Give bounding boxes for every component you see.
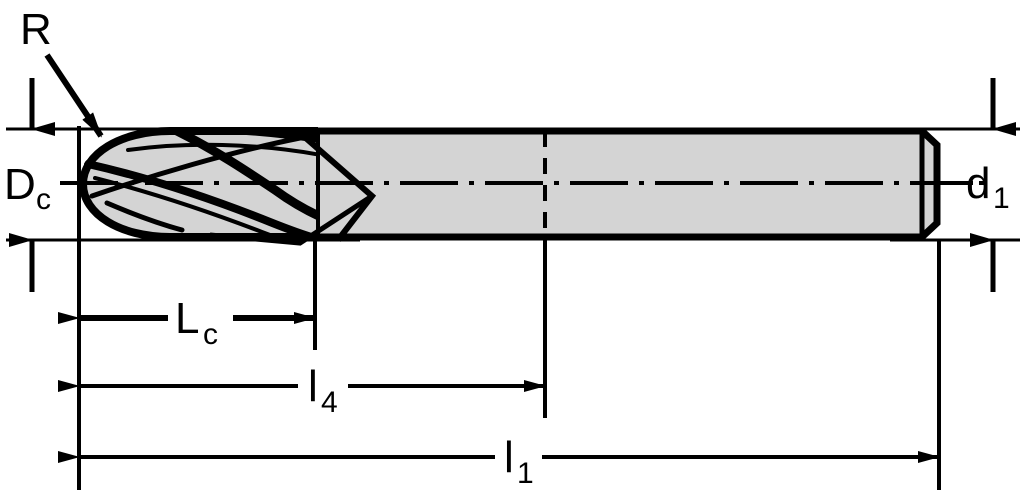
dimension-usable-length: l 4 bbox=[58, 362, 546, 419]
flute-relief-line-1 bbox=[93, 176, 318, 237]
label-shank-diameter: d bbox=[966, 159, 990, 208]
label-usable-length: l bbox=[308, 362, 318, 411]
label-usable-length-subscript: 4 bbox=[321, 386, 338, 419]
flute-back-line bbox=[126, 142, 318, 162]
label-overall-length-subscript: 1 bbox=[517, 457, 534, 490]
label-cutting-diameter: D bbox=[4, 160, 36, 209]
flute-edge-3 bbox=[84, 160, 318, 237]
dimension-cutting-diameter: D c bbox=[4, 78, 55, 292]
dimension-overall-length: l 1 bbox=[58, 433, 940, 490]
flute-edge-2 bbox=[170, 131, 318, 237]
dimension-corner-radius: R bbox=[20, 5, 104, 138]
label-cutting-length: L bbox=[175, 294, 199, 343]
dimension-cutting-length: L c bbox=[58, 294, 316, 351]
flute-exit-facet-lower bbox=[209, 193, 374, 246]
label-overall-length: l bbox=[504, 433, 514, 482]
label-cutting-diameter-subscript: c bbox=[36, 183, 51, 216]
r-leader-line bbox=[44, 53, 104, 138]
flute-gash-line bbox=[89, 135, 303, 199]
label-cutting-length-subscript: c bbox=[203, 318, 218, 351]
extension-lines bbox=[6, 126, 1020, 490]
label-corner-radius: R bbox=[20, 5, 52, 54]
dimension-shank-diameter: d 1 bbox=[944, 78, 1016, 292]
label-shank-diameter-subscript: 1 bbox=[993, 182, 1010, 215]
flute-inner-line bbox=[104, 200, 185, 233]
